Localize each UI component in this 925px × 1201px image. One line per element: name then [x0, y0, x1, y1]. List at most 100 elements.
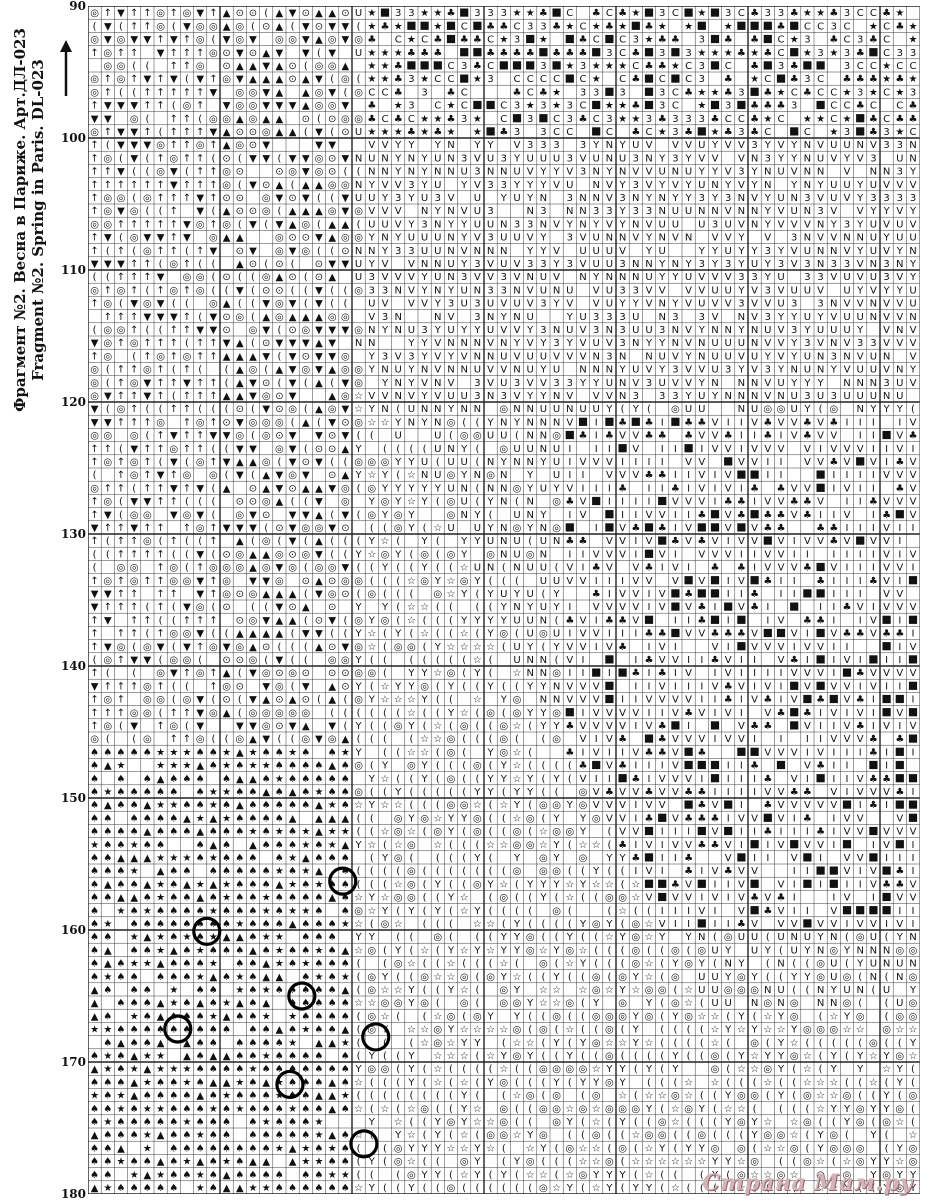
stitch-symbol: ( — [198, 312, 202, 323]
stitch-symbol: ♣ — [658, 114, 667, 125]
stitch-symbol: V — [685, 523, 692, 534]
stitch-symbol: ♣ — [433, 35, 442, 46]
stitch-symbol: ( — [449, 721, 453, 732]
stitch-symbol: C — [632, 61, 639, 72]
stitch-symbol: ◎ — [90, 74, 99, 85]
stitch-symbol: ★ — [156, 945, 165, 956]
stitch-symbol: ★ — [235, 1077, 244, 1088]
stitch-symbol: ( — [502, 563, 506, 574]
stitch-symbol — [592, 497, 600, 505]
stitch-symbol: ♣ — [711, 655, 720, 666]
stitch-symbol: C — [870, 61, 877, 72]
stitch-symbol: Y — [487, 497, 495, 508]
stitch-symbol: ( — [172, 365, 176, 376]
stitch-symbol: U — [725, 338, 732, 349]
stitch-symbol: Y — [803, 404, 811, 415]
stitch-symbol: V — [461, 206, 468, 217]
stitch-symbol: V — [659, 695, 666, 706]
stitch-symbol: C — [778, 48, 785, 59]
stitch-symbol: Y — [381, 510, 389, 521]
stitch-symbol: ▼ — [196, 589, 204, 600]
stitch-symbol: ★ — [394, 127, 403, 138]
stitch-symbol: ▼ — [91, 417, 99, 428]
stitch-symbol: I — [634, 866, 637, 877]
stitch-symbol: ⊙ — [341, 589, 349, 600]
stitch-symbol: C — [421, 35, 428, 46]
stitch-symbol: ( — [238, 272, 242, 283]
stitch-symbol: C — [461, 101, 468, 112]
stitch-symbol: ★ — [315, 879, 324, 890]
stitch-symbol: Y — [407, 338, 415, 349]
stitch-symbol: I — [832, 602, 835, 613]
stitch-symbol: I — [740, 774, 743, 785]
stitch-symbol: ▼ — [236, 417, 244, 428]
stitch-symbol: ▲ — [302, 602, 310, 613]
stitch-symbol: ▲ — [130, 1077, 138, 1088]
stitch-symbol: V — [764, 233, 771, 244]
stitch-symbol: ♠ — [103, 747, 112, 758]
stitch-symbol: ♠ — [262, 1104, 271, 1115]
stitch-symbol: ▼ — [262, 153, 270, 164]
stitch-symbol: ( — [436, 695, 440, 706]
stitch-symbol: V — [606, 721, 613, 732]
stitch-symbol: ♣ — [882, 629, 891, 640]
stitch-symbol: ▼ — [262, 61, 270, 72]
stitch-symbol: Y — [803, 325, 811, 336]
stitch-symbol: Y — [671, 1011, 679, 1022]
stitch-symbol: ☆ — [354, 800, 363, 811]
stitch-symbol: 3 — [435, 193, 441, 204]
stitch-symbol: ▼ — [342, 259, 350, 270]
stitch-symbol: 3 — [553, 140, 559, 151]
stitch-symbol: ( — [172, 101, 176, 112]
stitch-symbol: ♣ — [697, 747, 706, 758]
stitch-symbol: I — [912, 866, 915, 877]
stitch-symbol: ( — [581, 1011, 585, 1022]
stitch-symbol: ☆ — [803, 1077, 812, 1088]
stitch-symbol: Y — [421, 483, 429, 494]
stitch-symbol — [803, 589, 811, 597]
stitch-symbol: N — [738, 404, 745, 415]
stitch-symbol: N — [751, 378, 758, 389]
stitch-symbol: ▲ — [144, 853, 152, 864]
stitch-symbol: Y — [724, 1025, 732, 1036]
stitch-symbol: Y — [434, 642, 442, 653]
stitch-symbol: I — [912, 695, 915, 706]
stitch-symbol: I — [898, 523, 901, 534]
stitch-symbol: I — [872, 523, 875, 534]
stitch-symbol: ↑ — [117, 629, 125, 640]
stitch-symbol: ( — [211, 510, 215, 521]
stitch-symbol: ♣ — [816, 523, 825, 534]
stitch-symbol: N — [592, 167, 599, 178]
stitch-symbol: Y — [513, 945, 521, 956]
stitch-symbol: ♠ — [103, 1077, 112, 1088]
stitch-symbol: ♠ — [169, 1025, 178, 1036]
stitch-symbol: V — [434, 351, 441, 362]
stitch-symbol: ( — [343, 615, 347, 626]
stitch-symbol: C — [368, 87, 375, 98]
stitch-symbol: ( — [396, 444, 400, 455]
stitch-symbol: ( — [291, 285, 295, 296]
title-english: Fragment №2. Spring in Paris. DL-023 — [29, 28, 47, 412]
chart-title-block: Фрагмент №2. Весна в Париже. Арт.ДЛ-023 … — [0, 0, 58, 1200]
stitch-symbol: U — [500, 378, 507, 389]
stitch-symbol: ♠ — [156, 919, 165, 930]
stitch-symbol: Y — [685, 391, 693, 402]
stitch-symbol: 3 — [580, 87, 586, 98]
stitch-symbol: I — [898, 721, 901, 732]
stitch-symbol: V — [659, 602, 666, 613]
stitch-symbol — [751, 88, 759, 96]
stitch-symbol: U — [579, 404, 586, 415]
stitch-symbol: ◎ — [130, 510, 139, 521]
stitch-symbol: ▼ — [117, 8, 125, 19]
stitch-symbol: ▲ — [315, 338, 323, 349]
stitch-symbol: ★ — [645, 35, 654, 46]
stitch-symbol: Y — [790, 351, 798, 362]
stitch-symbol: C — [830, 114, 837, 125]
stitch-symbol: ☆ — [420, 602, 429, 613]
stitch-symbol: 3 — [514, 127, 520, 138]
stitch-symbol: ▼ — [342, 21, 350, 32]
stitch-symbol: ♣ — [473, 61, 482, 72]
stitch-symbol: I — [793, 879, 796, 890]
stitch-symbol: ↑ — [104, 681, 112, 692]
stitch-symbol: ♠ — [90, 1051, 99, 1062]
